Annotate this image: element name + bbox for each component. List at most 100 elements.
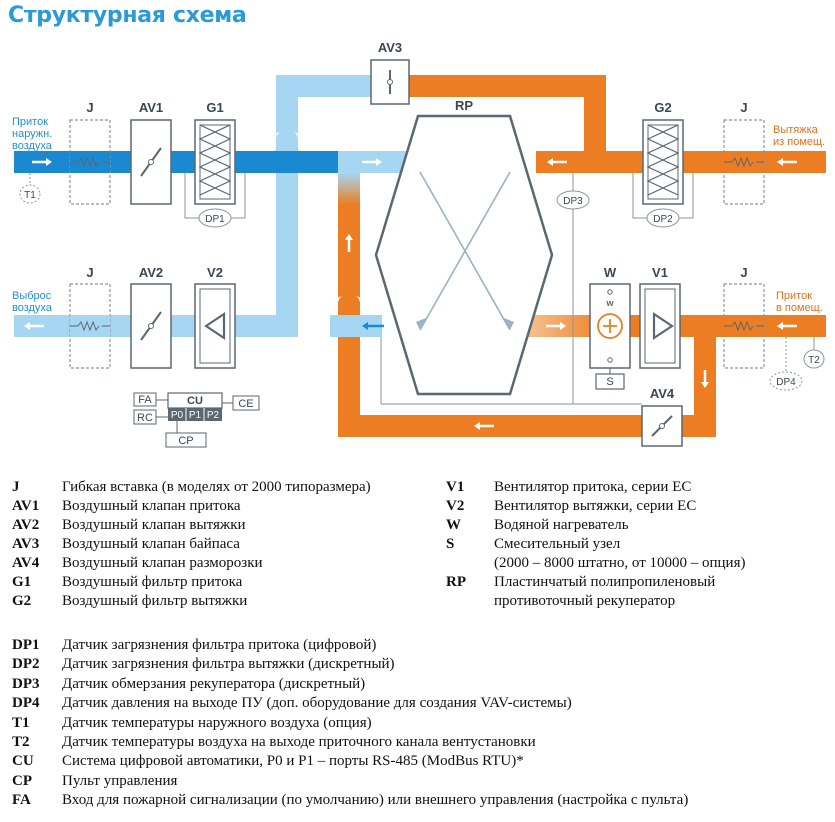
legend-key: CU (12, 753, 34, 770)
legend-text: Водяной нагреватель (494, 517, 629, 533)
cu-input-fa: FA (133, 392, 168, 407)
filter-g2: G2 (642, 100, 684, 205)
damper-av4: AV4 (641, 386, 683, 447)
filter-g1: G1 (194, 100, 236, 205)
damper-av1: AV1 (130, 100, 172, 205)
cu-input-rc: RC (133, 409, 168, 425)
damper-av3: AV3 (370, 40, 410, 105)
legend-key: S (446, 536, 455, 552)
dp1-label: DP1 (205, 214, 225, 225)
damper-av2: AV2 (130, 265, 172, 369)
arrow-defrost-down (701, 370, 709, 388)
legend-key: RP (446, 574, 466, 590)
arrow-left-up (345, 234, 353, 252)
arrow-exhaust-in (777, 158, 797, 166)
w-label: W (604, 265, 617, 280)
legend-key: DP4 (12, 695, 40, 712)
water-heater-w: w W (589, 265, 631, 369)
s-label: S (606, 376, 613, 388)
legend-text: Гибкая вставка (в моделях от 2000 типора… (62, 479, 371, 495)
legend-text: Пластинчатый полипропиленовый (494, 574, 716, 590)
legend-key: DP1 (12, 637, 40, 653)
legend-text: Пульт управления (62, 772, 178, 789)
legend-key: W (446, 517, 461, 533)
v1-label: V1 (652, 265, 668, 280)
legend-key: V2 (446, 498, 465, 514)
sensor-dp3: DP3 (556, 173, 590, 210)
j-label-3: J (740, 100, 747, 115)
legend-key: T2 (12, 734, 30, 750)
av1-label: AV1 (139, 100, 163, 115)
legend-text: Датчик температуры наружного воздуха (оп… (62, 714, 372, 731)
legend-text: Воздушный клапан вытяжки (62, 517, 246, 533)
duct-crossover-top-gap (268, 151, 306, 173)
ce-label: CE (238, 398, 253, 410)
av3-label: AV3 (378, 40, 402, 55)
legend-key: G1 (12, 574, 32, 590)
legend-key: J (12, 479, 20, 495)
legend-text: Вентилятор притока, серии EC (494, 479, 692, 495)
dp4-label: DP4 (776, 377, 796, 388)
sensor-t2: T2 (803, 337, 825, 369)
legend-text: Вентилятор вытяжки, серии EC (494, 498, 697, 514)
arrow-supply-out (777, 322, 797, 330)
legend-key: AV3 (12, 536, 40, 552)
mixing-unit-s: S (595, 368, 625, 390)
t1-label: T1 (24, 190, 36, 201)
j-label-1: J (86, 100, 93, 115)
control-unit-cu: CU P0 P1 P2 (167, 392, 223, 421)
v2-label: V2 (207, 265, 223, 280)
cu-port-p1: P1 (189, 410, 202, 421)
fa-label: FA (138, 394, 152, 406)
legend-text: Датчик загрязнения фильтра притока (цифр… (62, 637, 377, 653)
label-discharge: Выброс воздуха (12, 290, 54, 314)
dp3-label: DP3 (563, 196, 583, 207)
cp-label: CP (178, 435, 193, 447)
flex-insert-j-supply-out: J (723, 265, 765, 369)
arrow-intake (32, 158, 52, 166)
arrow-discharge (24, 322, 44, 330)
legend-text: Система цифровой автоматики, P0 и P1 – п… (62, 753, 524, 770)
duct-bypass-vertical (276, 75, 298, 333)
arrow-exhaust-rp (547, 158, 567, 166)
label-intake: Приток наружн. воздуха (12, 116, 55, 152)
rc-label: RC (137, 412, 153, 424)
g2-label: G2 (654, 100, 671, 115)
flex-insert-j-discharge: J (69, 265, 111, 369)
cu-label: CU (187, 395, 203, 407)
sensor-dp2: DP2 (632, 173, 694, 228)
legend-text: (2000 – 8000 штатно, от 10000 – опция) (494, 555, 746, 571)
legend-key: AV2 (12, 517, 40, 533)
g1-label: G1 (206, 100, 223, 115)
duct-defrost-bottom (338, 415, 716, 437)
legend-text: Датчик обмерзания рекуператора (дискретн… (62, 675, 366, 692)
legend-key: DP2 (12, 656, 40, 673)
flex-insert-j-supply-in: J (69, 100, 111, 205)
arrow-supply-rp (362, 158, 382, 166)
sensor-dp1: DP1 (184, 173, 246, 228)
av2-label: AV2 (139, 265, 163, 280)
fan-v2: V2 (194, 265, 236, 369)
legend-key: T1 (12, 714, 30, 731)
label-exhaust-in: Вытяжка из помещ. (773, 124, 825, 148)
label-supply-out: Приток в помещ. (776, 290, 823, 314)
legend-key: CP (12, 772, 32, 789)
t2-label: T2 (808, 355, 820, 366)
legend-text: Воздушный клапан байпаса (62, 536, 240, 552)
control-panel-cp: CP (165, 421, 207, 448)
legend-text: Вход для пожарной сигнализации (по умолч… (62, 792, 689, 809)
legend-key: V1 (446, 479, 465, 495)
cu-output-ce: CE (222, 395, 260, 411)
j-label-2: J (86, 265, 93, 280)
legend-text: Датчик температуры воздуха на выходе при… (62, 734, 536, 750)
legend-key: AV1 (12, 498, 40, 514)
legend-text: Воздушный фильтр притока (62, 574, 243, 590)
duct-bypass-orange-top (404, 75, 606, 97)
legend-text: Датчик загрязнения фильтра вытяжки (диск… (62, 656, 395, 673)
legend-key: FA (12, 792, 31, 809)
av4-label: AV4 (650, 386, 675, 401)
sensor-t1: T1 (19, 173, 41, 204)
legend-text: Воздушный клапан разморозки (62, 555, 263, 571)
flow-arrows (24, 158, 797, 430)
legend-text: противоточный рекуператор (494, 593, 676, 609)
